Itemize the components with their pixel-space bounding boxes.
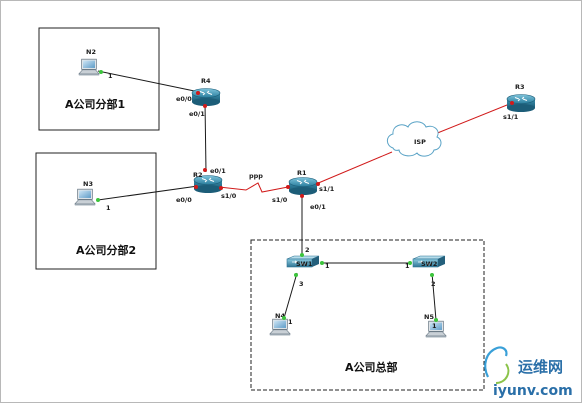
n2-label: N2 [86, 48, 96, 56]
port-dot-sw2-2 [430, 273, 434, 277]
switch-sw2[interactable]: SW2 [412, 255, 446, 268]
link-r1-isp [315, 151, 393, 185]
link-n2-r4 [97, 70, 205, 94]
r3-label: R3 [515, 83, 525, 91]
sw1-port2-label: 2 [305, 246, 310, 254]
host-n3[interactable]: N3 [74, 180, 96, 206]
router-r4[interactable]: R4 [191, 77, 221, 106]
port-dot-n2 [99, 70, 103, 74]
n4-port-label: 1 [288, 318, 293, 326]
branch1-title: A公司分部1 [65, 97, 125, 111]
switch-sw1[interactable]: SW1 [286, 255, 320, 268]
port-dot-r2-s10 [219, 186, 223, 190]
r2-s10-label: s1/0 [221, 192, 237, 200]
n2-port-label: 1 [108, 72, 113, 80]
port-dot-r2-e01 [203, 168, 207, 172]
watermark-logo: 运维网 iyunv.com [484, 346, 573, 399]
hq-box [250, 239, 485, 391]
isp-cloud-icon[interactable]: ISP [386, 121, 442, 157]
port-dot-n3 [96, 198, 100, 202]
n4-label: N4 [275, 312, 285, 320]
ppp-label: ppp [249, 172, 263, 180]
router-icon [288, 177, 318, 195]
link-r2-r1-ppp [218, 182, 289, 193]
port-dot-r1-e01 [300, 194, 304, 198]
r1-e01-label: e0/1 [310, 203, 326, 211]
port-dot-r2-e00 [194, 185, 198, 189]
r2-label: R2 [193, 171, 203, 179]
port-dot-n4 [282, 316, 286, 320]
watermark-swoosh-icon [484, 346, 508, 378]
port-dot-r1-s11 [316, 182, 320, 186]
sw2-port1-label: 1 [405, 262, 410, 270]
port-dot-r4-e00 [196, 91, 200, 95]
router-r3[interactable]: R3 [506, 83, 536, 112]
host-n4[interactable]: N4 [269, 312, 291, 336]
sw1-port3-label: 3 [299, 280, 304, 288]
sw2-port2-label: 2 [431, 280, 436, 288]
sw1-label: SW1 [296, 260, 313, 268]
sw2-label: SW2 [421, 260, 437, 268]
link-r4-r2 [204, 101, 207, 173]
router-r1[interactable]: R1 [288, 169, 318, 195]
watermark-leaf-icon [495, 363, 510, 384]
port-dot-sw1-3 [294, 273, 298, 277]
watermark-brand: 运维网 [518, 358, 563, 376]
port-dot-r3-s11 [510, 101, 514, 105]
laptop-icon [78, 58, 100, 76]
watermark-url: iyunv.com [493, 383, 573, 399]
n3-port-label: 1 [106, 204, 111, 212]
port-dot-sw1-2 [300, 253, 304, 257]
r3-s11-label: s1/1 [503, 113, 519, 121]
hq-title: A公司总部 [345, 360, 398, 374]
link-isp-r3 [429, 102, 513, 137]
port-dot-n5 [434, 318, 438, 322]
isp-label: ISP [414, 138, 426, 146]
port-dot-r4-e01 [203, 104, 207, 108]
sw1-port1-label: 1 [325, 262, 330, 270]
link-n3-r2 [97, 185, 199, 201]
n5-port-label: 1 [432, 322, 437, 330]
host-n5[interactable]: N5 [424, 313, 447, 338]
r1-s11-label: s1/1 [319, 185, 335, 193]
port-dot-sw1-1 [320, 261, 324, 265]
n3-label: N3 [83, 180, 93, 188]
r4-e01-label: e0/1 [189, 110, 205, 118]
r4-label: R4 [201, 77, 211, 85]
r1-s10-label: s1/0 [272, 196, 288, 204]
branch2-title: A公司分部2 [76, 243, 136, 257]
n5-label: N5 [424, 313, 434, 321]
port-dot-sw2-1 [408, 261, 412, 265]
port-dots [96, 70, 514, 322]
r4-e00-label: e0/0 [176, 95, 192, 103]
router-r2[interactable]: R2 [193, 171, 223, 193]
link-sw1-n4 [283, 272, 298, 319]
r1-label: R1 [297, 169, 307, 177]
r2-e01-label: e0/1 [210, 167, 226, 175]
host-n2[interactable]: N2 [78, 48, 100, 76]
port-dot-r1-s10 [286, 185, 290, 189]
router-icon [191, 88, 221, 106]
branch2-box [35, 152, 157, 270]
branch1-box [38, 27, 160, 131]
link-sw2-n5 [431, 272, 437, 321]
laptop-icon [74, 188, 96, 206]
r2-e00-label: e0/0 [176, 196, 192, 204]
